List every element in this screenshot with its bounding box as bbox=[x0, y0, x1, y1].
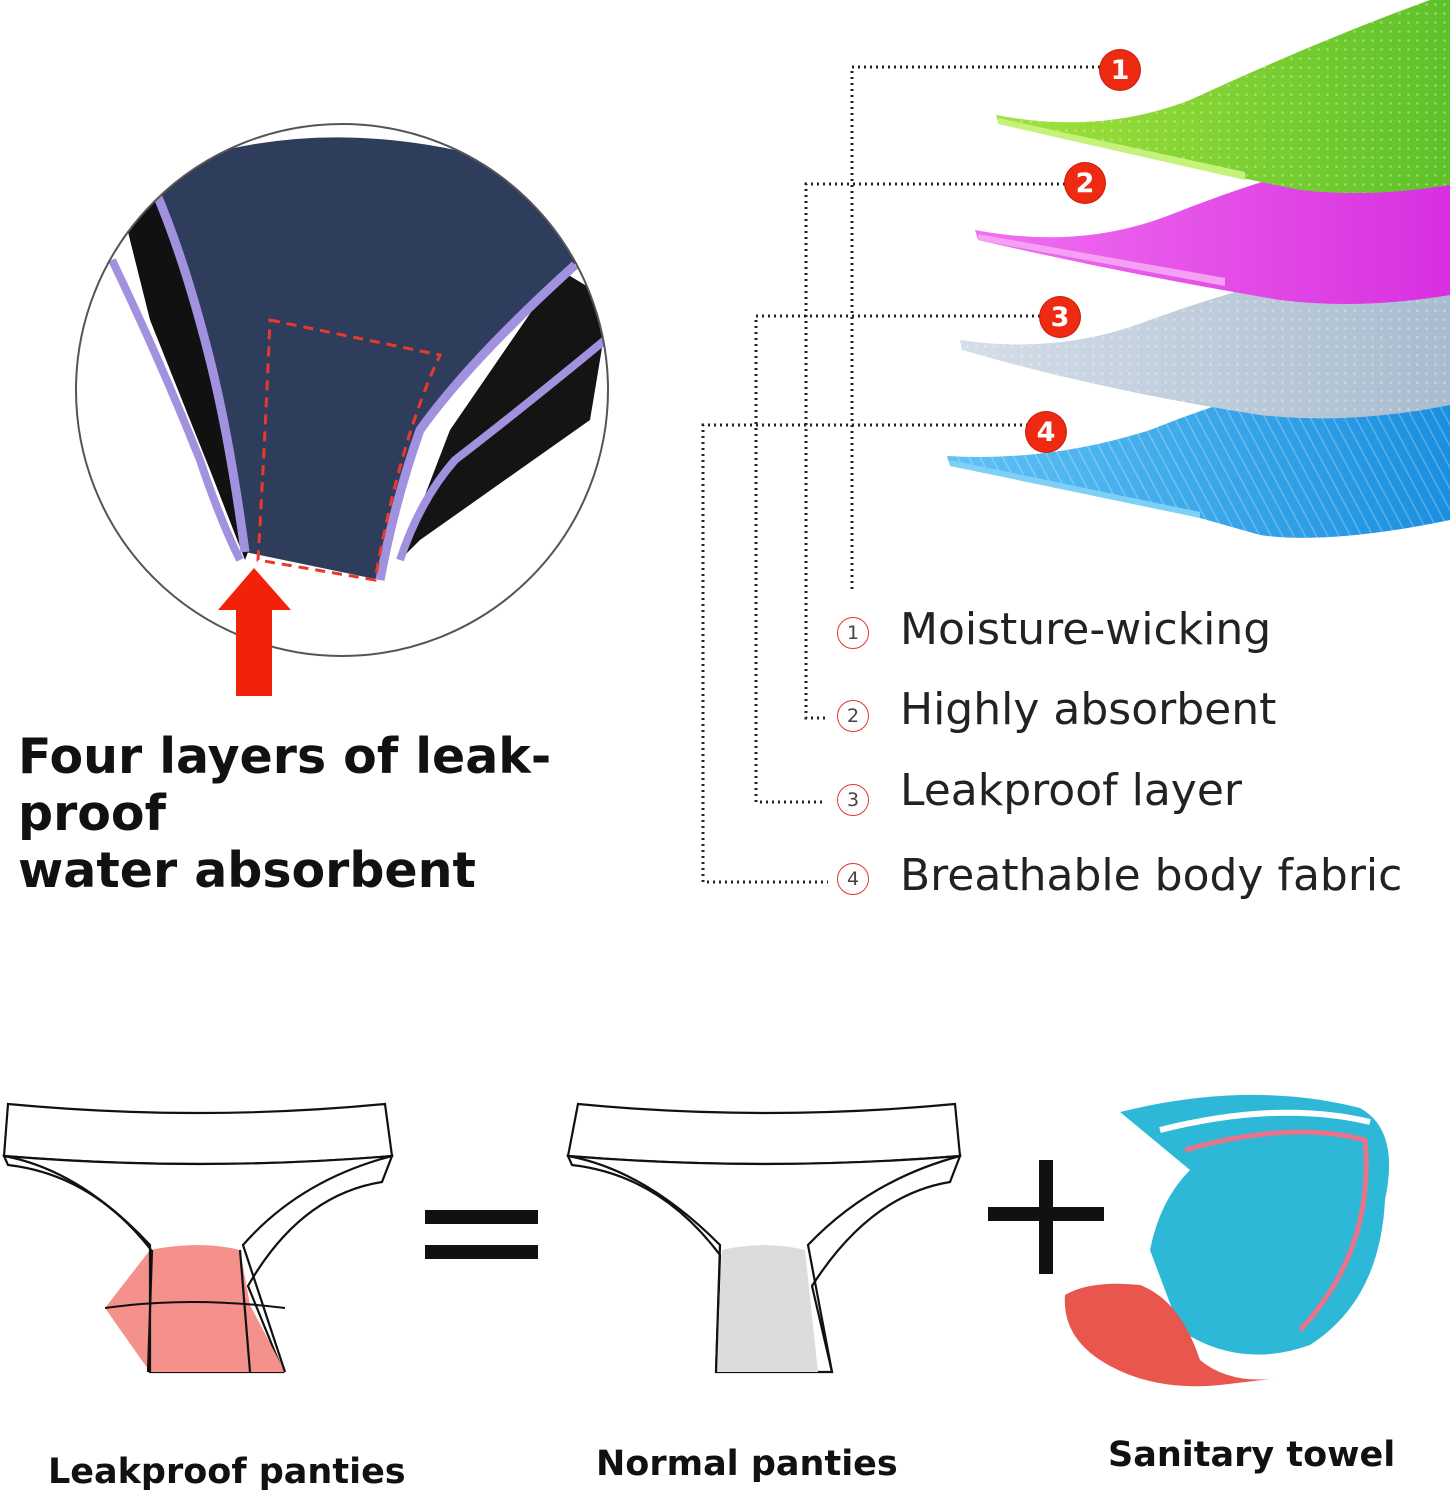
leakproof-panties-drawing bbox=[2, 1102, 394, 1374]
sanitary-towel-drawing bbox=[1064, 1094, 1390, 1387]
legend-label-2: Highly absorbent bbox=[900, 684, 1277, 735]
layer-4-badge: 4 bbox=[1026, 412, 1066, 452]
plus-sign bbox=[988, 1160, 1104, 1274]
layer-1-sheet bbox=[996, 0, 1450, 194]
legend-label-1: Moisture-wicking bbox=[900, 604, 1272, 655]
legend-number-2: 2 bbox=[837, 700, 869, 732]
headline: Four layers of leak-proof water absorben… bbox=[18, 728, 698, 899]
equals-sign bbox=[425, 1210, 538, 1259]
layer-stack bbox=[947, 0, 1450, 538]
legend-number-1: 1 bbox=[837, 617, 869, 649]
legend-label-4: Breathable body fabric bbox=[900, 850, 1403, 901]
headline-line-1: Four layers of leak-proof bbox=[18, 728, 552, 842]
legend-number-3: 3 bbox=[837, 784, 869, 816]
normal-panties-drawing bbox=[566, 1102, 962, 1374]
red-arrow-icon bbox=[218, 568, 291, 696]
legend-number-4: 4 bbox=[837, 863, 869, 895]
caption-leakproof-panties: Leakproof panties bbox=[48, 1452, 406, 1492]
layer-2-badge: 2 bbox=[1065, 163, 1105, 203]
caption-normal-panties: Normal panties bbox=[596, 1444, 898, 1484]
legend-label-3: Leakproof layer bbox=[900, 765, 1243, 816]
headline-line-2: water absorbent bbox=[18, 842, 476, 899]
zoomed-crotch-view bbox=[75, 123, 609, 657]
layer-3-badge: 3 bbox=[1040, 297, 1080, 337]
layer-1-badge: 1 bbox=[1100, 50, 1140, 90]
caption-sanitary-towel: Sanitary towel bbox=[1108, 1435, 1396, 1475]
leader-lines bbox=[701, 65, 1100, 884]
